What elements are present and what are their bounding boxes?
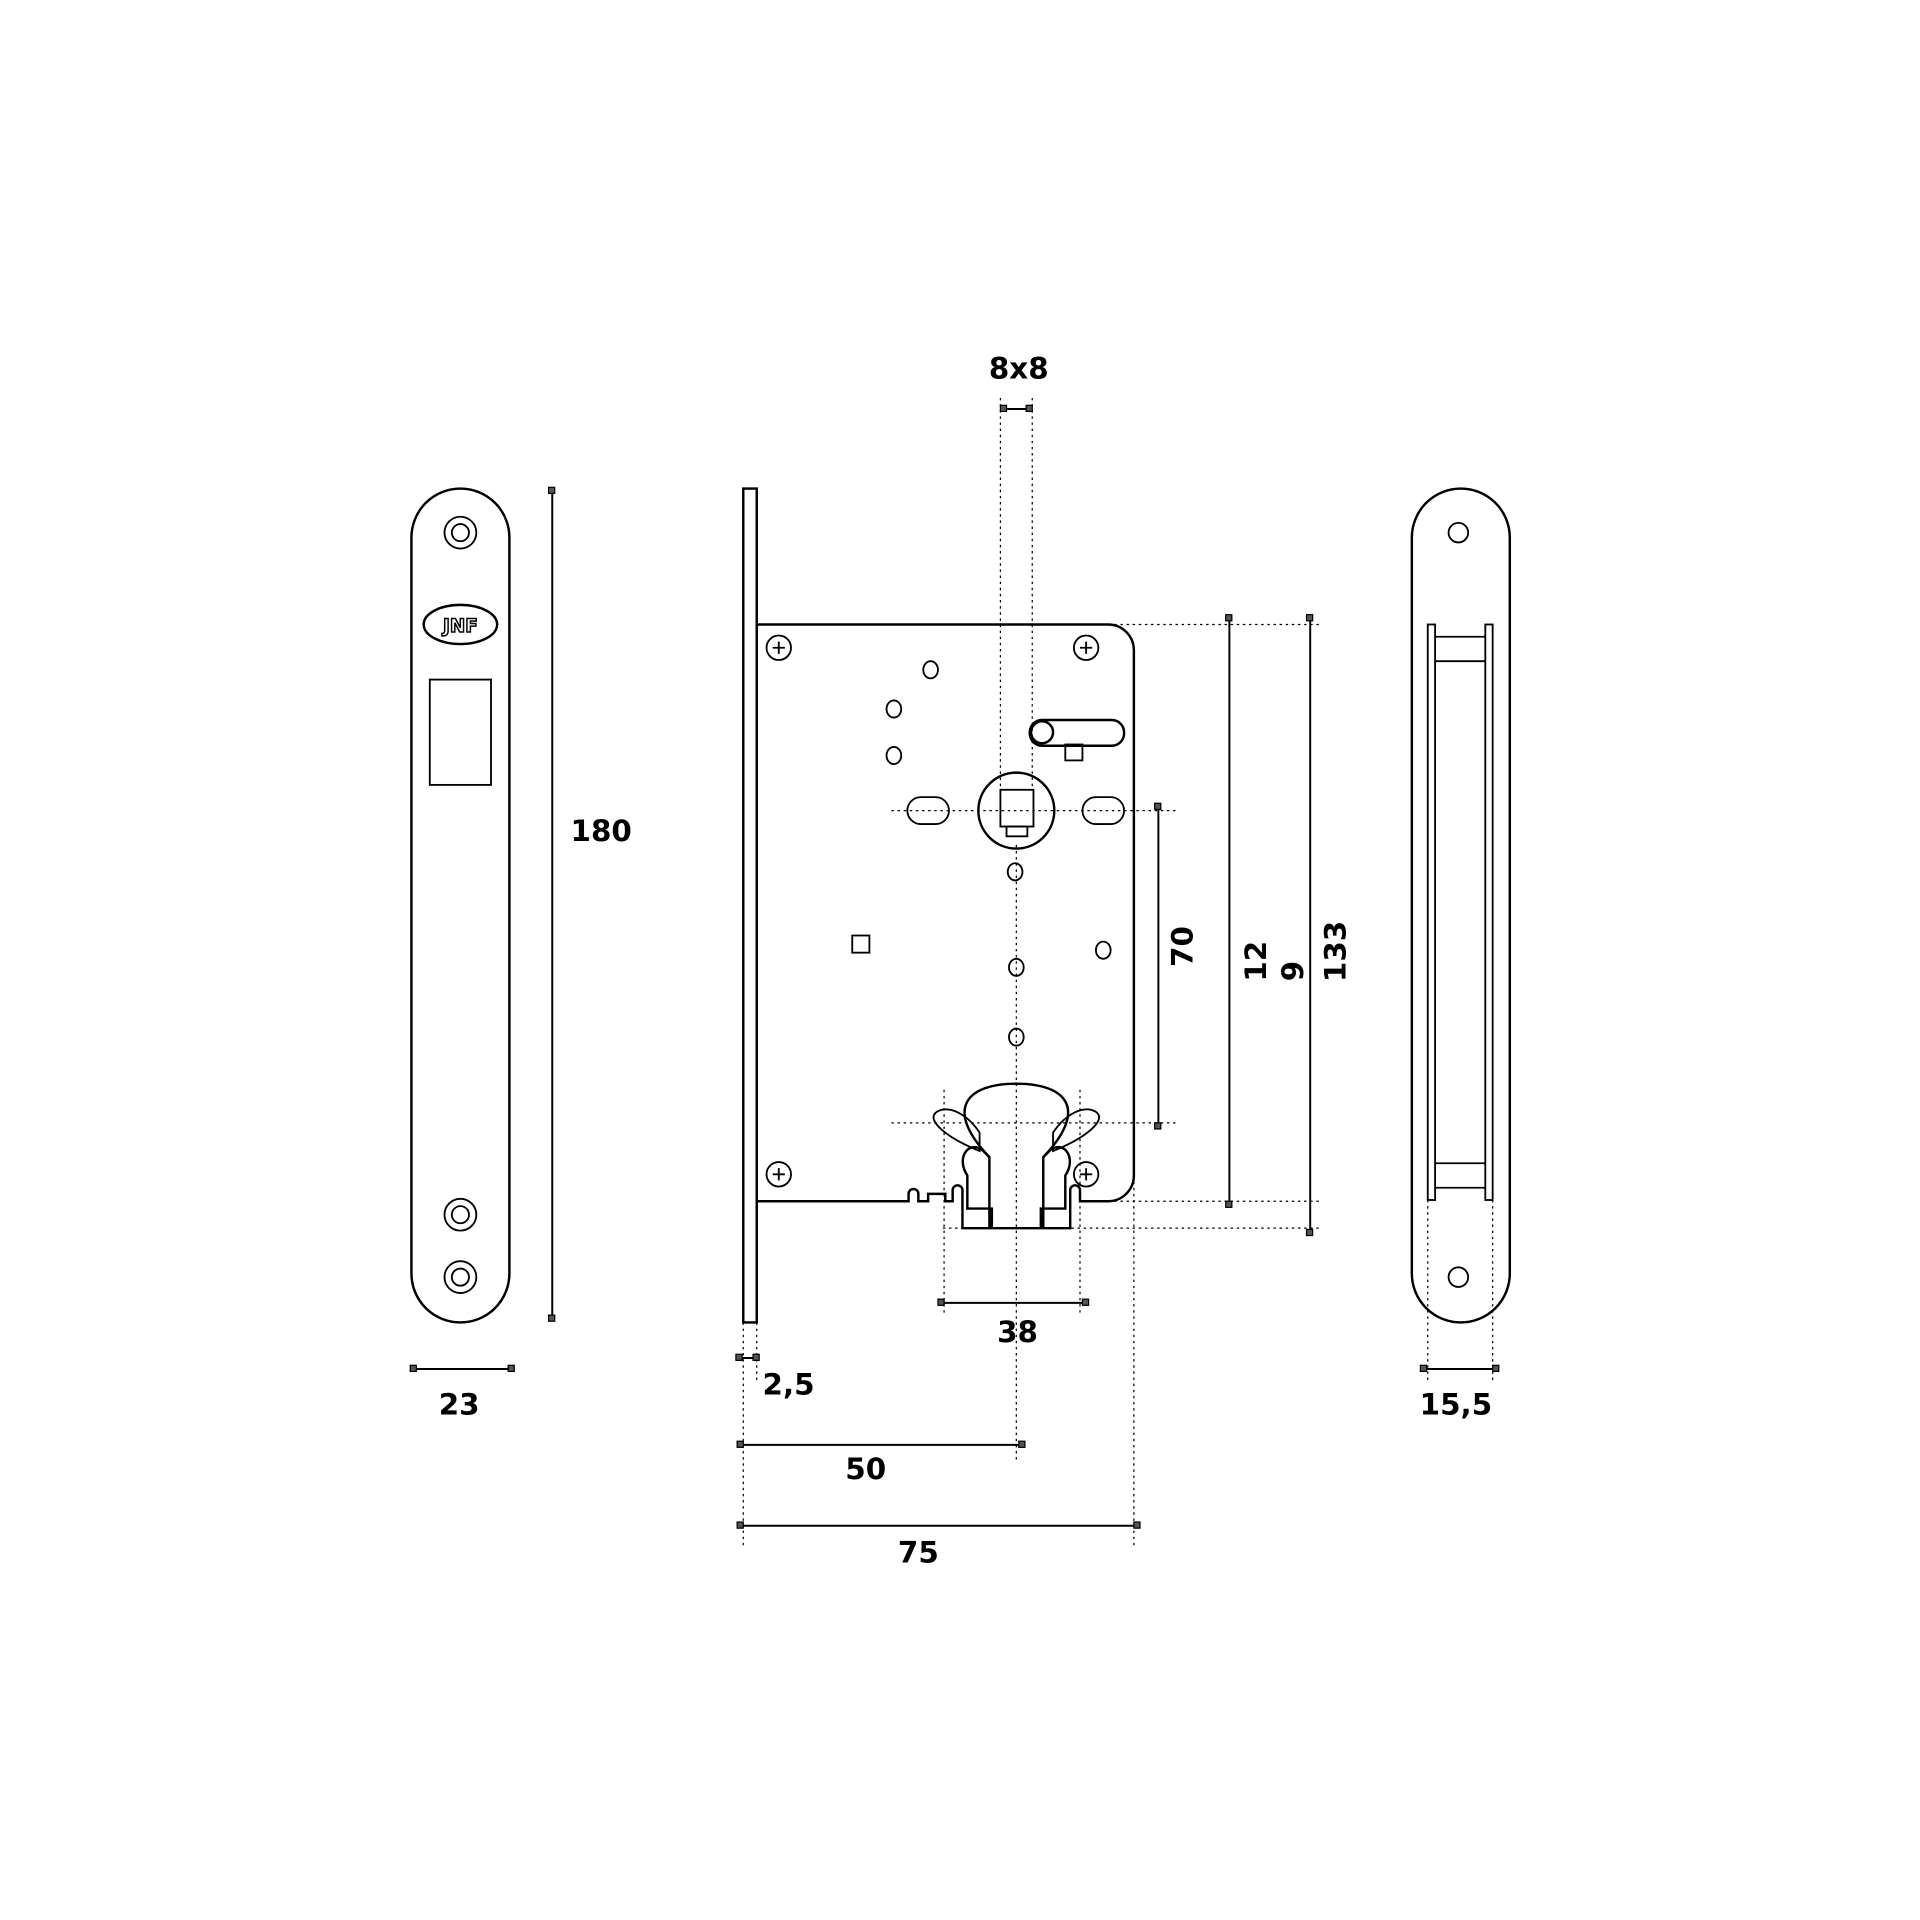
lock-body-side-view xyxy=(742,487,1136,1324)
svg-text:23: 23 xyxy=(439,1387,480,1421)
screw-hole xyxy=(443,1260,478,1294)
dimension-133: 133 xyxy=(1305,614,1353,1237)
dimension-70: 70 xyxy=(1154,802,1200,1130)
screw-hole xyxy=(443,515,478,550)
latch-lever xyxy=(1028,718,1126,762)
side-faceplate xyxy=(742,487,758,1324)
cam-ear-right xyxy=(1052,1108,1100,1153)
front-faceplate: JNF xyxy=(410,487,511,1324)
svg-text:133: 133 xyxy=(1319,921,1353,982)
screw-icon xyxy=(1072,1161,1100,1188)
screw-icon xyxy=(1072,634,1100,661)
strike-plate xyxy=(1410,487,1512,1324)
dimension-23: 23 xyxy=(409,1364,515,1421)
svg-text:15,5: 15,5 xyxy=(1420,1387,1492,1421)
cam-ear-left xyxy=(932,1108,981,1153)
dimension-180: 180 xyxy=(547,486,632,1322)
dimension-38: 38 xyxy=(937,1298,1090,1349)
dimension-2-5: 2,5 xyxy=(735,1353,815,1402)
screw-icon xyxy=(765,634,792,661)
svg-text:38: 38 xyxy=(997,1315,1038,1349)
latch-opening xyxy=(428,678,492,786)
dimension-129: 12 9 xyxy=(1225,614,1310,1208)
screw-hole xyxy=(443,1197,478,1232)
svg-text:2,5: 2,5 xyxy=(763,1368,815,1402)
extension-lines xyxy=(742,397,1494,1546)
svg-text:50: 50 xyxy=(845,1452,886,1486)
svg-text:9: 9 xyxy=(1276,961,1310,981)
svg-text:70: 70 xyxy=(1166,926,1200,967)
dimension-8x8: 8x8 xyxy=(989,351,1049,413)
rivet-holes xyxy=(851,660,1112,1047)
svg-text:180: 180 xyxy=(571,814,632,848)
svg-text:75: 75 xyxy=(898,1535,939,1569)
svg-text:JNF: JNF xyxy=(441,616,478,637)
dimension-75: 75 xyxy=(736,1521,1141,1569)
svg-text:8x8: 8x8 xyxy=(989,351,1049,385)
screw-icon xyxy=(765,1161,792,1188)
svg-text:12: 12 xyxy=(1239,941,1273,982)
brand-logo: JNF xyxy=(422,603,499,646)
dimension-15-5: 15,5 xyxy=(1420,1364,1500,1421)
dimension-50: 50 xyxy=(736,1440,1026,1486)
